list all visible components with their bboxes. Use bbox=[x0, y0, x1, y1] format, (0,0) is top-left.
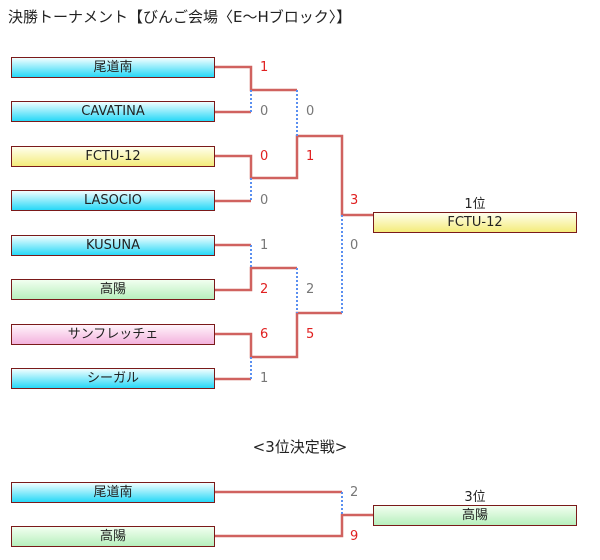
team-box: 高陽 bbox=[11, 526, 215, 547]
score: 1 bbox=[306, 149, 315, 164]
score: 0 bbox=[350, 238, 359, 253]
score: 2 bbox=[306, 282, 315, 297]
score: 1 bbox=[260, 238, 269, 253]
score: 2 bbox=[350, 485, 359, 500]
score: 5 bbox=[306, 327, 315, 342]
team-box: サンフレッチェ bbox=[11, 324, 215, 345]
team-box: LASOCIO bbox=[11, 190, 215, 211]
score: 0 bbox=[260, 149, 269, 164]
team-box: 高陽 bbox=[11, 279, 215, 300]
winner-box: FCTU-12 bbox=[373, 212, 577, 233]
team-box: KUSUNA bbox=[11, 235, 215, 256]
winner-label: 1位 bbox=[464, 197, 486, 212]
third-place-title: <3位決定戦> bbox=[252, 438, 348, 456]
team-box: シーガル bbox=[11, 368, 215, 389]
team-box: CAVATINA bbox=[11, 101, 215, 122]
score: 1 bbox=[260, 371, 269, 386]
team-box: 尾道南 bbox=[11, 57, 215, 78]
team-box: 尾道南 bbox=[11, 482, 215, 503]
score: 1 bbox=[260, 60, 269, 75]
page-title: 決勝トーナメント【びんご会場〈E～Hブロック〉】 bbox=[8, 8, 352, 26]
score: 6 bbox=[260, 327, 269, 342]
score: 0 bbox=[260, 193, 269, 208]
score: 0 bbox=[260, 104, 269, 119]
score: 9 bbox=[350, 529, 359, 544]
score: 3 bbox=[350, 193, 359, 208]
third-place-label: 3位 bbox=[464, 490, 486, 505]
score: 2 bbox=[260, 282, 269, 297]
score: 0 bbox=[306, 104, 315, 119]
third-place-winner-box: 高陽 bbox=[373, 505, 577, 526]
team-box: FCTU-12 bbox=[11, 146, 215, 167]
